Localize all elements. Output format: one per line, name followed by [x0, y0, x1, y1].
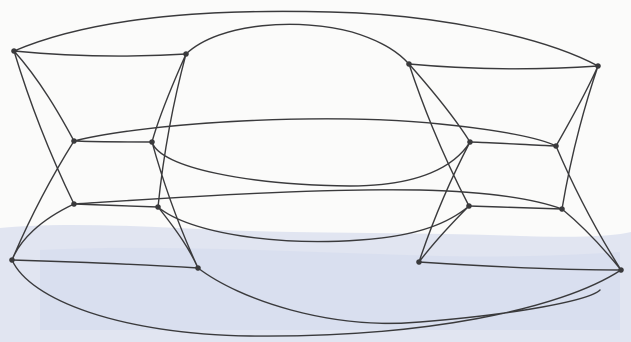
edge-a4-b3 [152, 142, 470, 186]
edge-a1-a5 [14, 51, 74, 204]
edge-b5-b6 [469, 206, 562, 209]
node-a2 [183, 51, 189, 57]
edge-a2-a6 [158, 54, 186, 207]
edge-b1-b2 [409, 64, 598, 69]
edge-a1-a2 [14, 51, 186, 56]
edge-b2-b6 [562, 66, 598, 209]
edge-b3-b4 [470, 142, 556, 146]
edge-b1-b5 [409, 64, 469, 206]
edge-b2-b4 [556, 66, 598, 146]
node-a8 [195, 265, 201, 271]
wash-band-inner [40, 248, 620, 330]
node-b2 [595, 63, 601, 69]
edge-a1-a3 [14, 51, 74, 141]
edge-a1-b2 [14, 11, 598, 66]
edge-a2-b1 [186, 24, 409, 64]
node-a5 [71, 201, 77, 207]
node-a7 [9, 257, 15, 263]
node-b7 [416, 259, 422, 265]
edge-b1-b3 [409, 64, 470, 142]
edge-a5-a6 [74, 204, 158, 207]
edge-a3-a4 [74, 141, 152, 142]
node-a3 [71, 138, 77, 144]
node-a4 [149, 139, 155, 145]
node-b3 [467, 139, 473, 145]
node-b6 [559, 206, 565, 212]
node-b1 [406, 61, 412, 67]
node-a6 [155, 204, 161, 210]
watercolor-wash [0, 225, 631, 342]
node-b5 [466, 203, 472, 209]
node-b8 [618, 267, 624, 273]
node-a1 [11, 48, 17, 54]
node-b4 [553, 143, 559, 149]
